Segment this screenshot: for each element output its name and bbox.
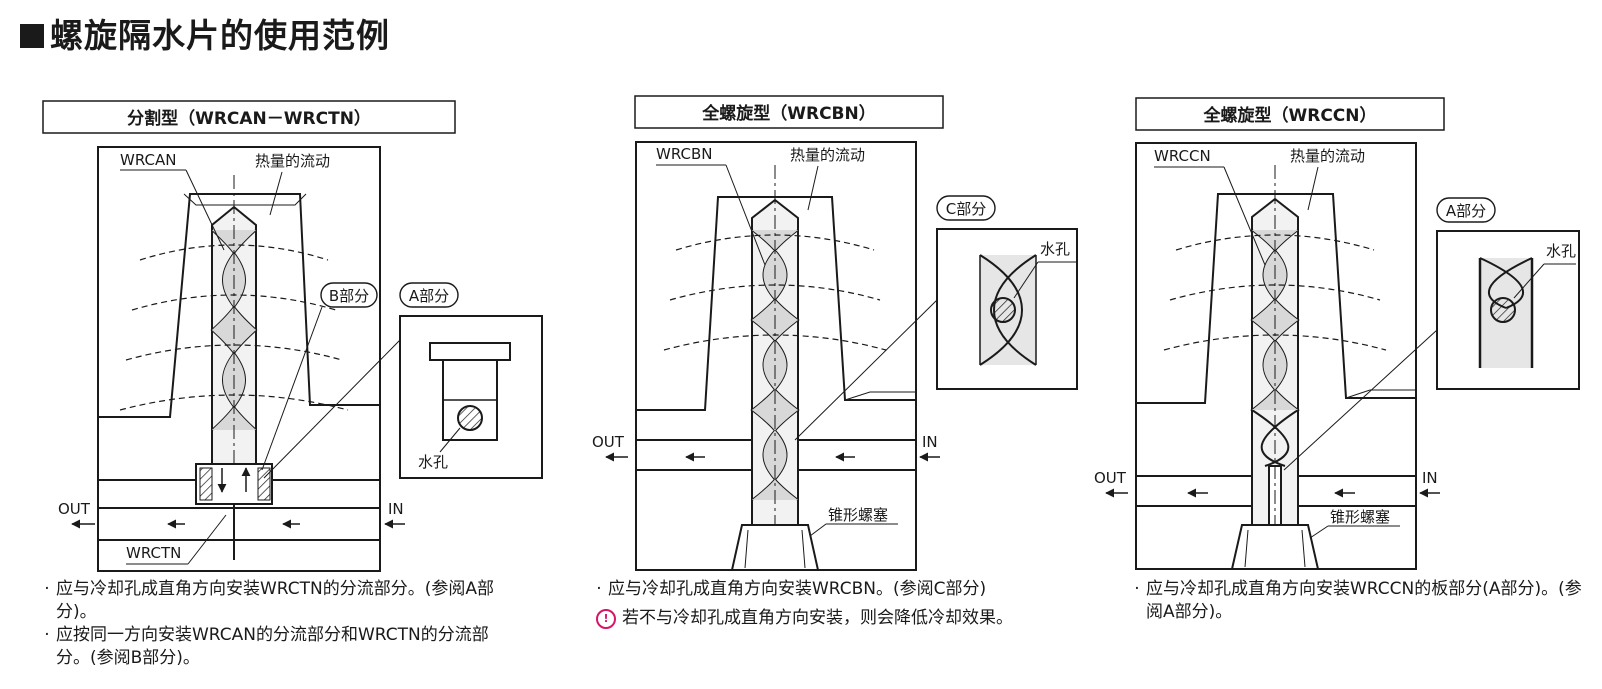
panel1-label-water-hole: 水孔: [418, 453, 448, 471]
panel3-header: 全螺旋型（WRCCN）: [1202, 105, 1376, 126]
panel1-label-wrcan: WRCAN: [120, 151, 176, 169]
panel2-notes: ·应与冷却孔成直角方向安装WRCBN。(参阅C部分) ! 若不与冷却孔成直角方向…: [590, 578, 1050, 630]
panel1-detail-a-box: [399, 315, 543, 479]
panel2-header: 全螺旋型（WRCBN）: [701, 103, 876, 124]
panel3-label-tapered-plug: 锥形螺塞: [1330, 508, 1390, 526]
panel1-flow-arrows: [71, 467, 405, 529]
caution-note: ! 若不与冷却孔成直角方向安装，则会降低冷却效果。: [596, 607, 1050, 630]
panel3-callout-a: [1436, 197, 1496, 223]
panel1-callout-b-label: B部分: [329, 287, 369, 305]
panel2-water-hole: [990, 297, 1016, 323]
panel3-label-water-hole: 水孔: [1546, 242, 1576, 260]
bullet-dot: ·: [44, 625, 50, 645]
panel1-header: 分割型（WRCAN－WRCTN）: [127, 108, 371, 129]
panel2-label-wrcbn: WRCBN: [656, 145, 713, 163]
bullet-dot: ·: [596, 579, 602, 599]
panel3-label-out: OUT: [1094, 469, 1127, 487]
panel1-callout-a: [399, 282, 459, 308]
panel2-label-out: OUT: [592, 433, 625, 451]
panel1-header-box: [42, 100, 456, 134]
panel3-water-hole: [1490, 297, 1516, 323]
panel2-label-tapered-plug: 锥形螺塞: [828, 506, 888, 524]
panel2-heat-flow-lines: [663, 234, 887, 351]
panel2-callout-c-label: C部分: [946, 200, 986, 218]
panel2-header-box: [634, 95, 944, 129]
panel-split-type: 分割型（WRCAN－WRCTN）: [42, 100, 543, 572]
panel1-notes: ·应与冷却孔成直角方向安装WRCTN的分流部分。(参阅A部分)。 ·应按同一方向…: [38, 578, 508, 670]
panel1-water-hole: [457, 405, 483, 431]
panel1-callout-a-label: A部分: [409, 287, 449, 305]
note-item: ·应与冷却孔成直角方向安装WRCTN的分流部分。(参阅A部分)。: [38, 578, 508, 624]
panel1-label-out: OUT: [58, 500, 91, 518]
caution-icon: !: [596, 608, 616, 629]
note-item: ·应按同一方向安装WRCAN的分流部分和WRCTN的分流部分。(参阅B部分)。: [38, 624, 508, 670]
panel2-callout-c: [936, 195, 996, 221]
title-square-icon: [20, 24, 44, 48]
panel1-core-outline: [98, 193, 380, 418]
note-item: ·应与冷却孔成直角方向安装WRCCN的板部分(A部分)。(参阅A部分)。: [1128, 578, 1588, 624]
panel1-label-in: IN: [388, 500, 404, 518]
panel3-label-wrccn: WRCCN: [1154, 147, 1211, 165]
panel1-label-wrctn: WRCTN: [126, 544, 181, 562]
panel3-callout-a-label: A部分: [1446, 202, 1486, 220]
panel3-notes: ·应与冷却孔成直角方向安装WRCCN的板部分(A部分)。(参阅A部分)。: [1128, 578, 1588, 624]
panel1-callout-b: [320, 282, 378, 308]
bullet-dot: ·: [44, 579, 50, 599]
panel3-heat-flow-lines: [1163, 234, 1387, 351]
panel-full-spiral-wrccn: 全螺旋型（WRCCN） WRCCN 热量的流动 OUT IN 锥形螺塞: [1094, 97, 1580, 570]
note-item: ·应与冷却孔成直角方向安装WRCBN。(参阅C部分): [590, 578, 1050, 601]
panel3-label-heat-flow: 热量的流动: [1290, 147, 1365, 165]
page-title-text: 螺旋隔水片的使用范例: [50, 16, 390, 55]
panel2-label-heat-flow: 热量的流动: [790, 146, 865, 164]
panel2-label-water-hole: 水孔: [1040, 240, 1070, 258]
panel1-heat-flow-lines: [119, 244, 349, 411]
bullet-dot: ·: [1134, 579, 1140, 599]
panel2-tapered-plug: [730, 524, 820, 571]
panel1-mold-body: [97, 146, 381, 572]
panel3-label-in: IN: [1422, 469, 1438, 487]
panel3-tapered-plug: [1230, 524, 1320, 570]
panel-full-spiral-wrcbn: 全螺旋型（WRCBN） WRCBN 热量的流动 OUT IN 锥形: [592, 95, 1078, 571]
panel2-detail-c-box: [936, 228, 1078, 390]
panel3-header-box: [1135, 97, 1445, 131]
panel3-detail-a-box: [1436, 230, 1580, 390]
page-title: 螺旋隔水片的使用范例: [20, 14, 390, 58]
panel1-label-heat-flow: 热量的流动: [255, 152, 330, 170]
panel2-label-in: IN: [922, 433, 938, 451]
